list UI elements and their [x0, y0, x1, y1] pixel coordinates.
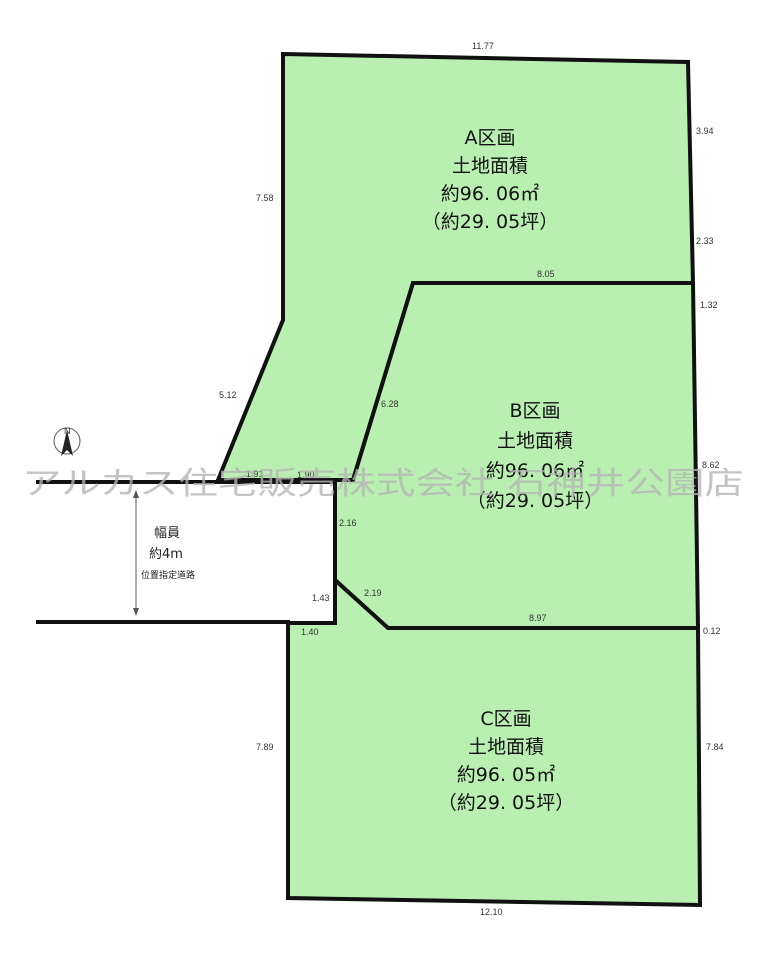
dim-road-end: 1.43	[312, 593, 330, 603]
dim-b-left: 2.16	[339, 518, 357, 528]
lot-b-label: B区画	[509, 400, 560, 422]
lot-a-label: A区画	[465, 127, 516, 149]
lot-a-area-tsubo: （約29. 05坪）	[422, 211, 558, 233]
dim-c-top: 8.97	[529, 613, 547, 623]
dim-a-left: 7.58	[256, 193, 274, 203]
lot-a-area-title: 土地面積	[452, 155, 528, 177]
dim-a-diag: 5.12	[219, 390, 237, 400]
lot-a-area-sqm: 約96. 06㎡	[441, 182, 539, 205]
lot-c-label: C区画	[480, 708, 531, 730]
dim-road-a: 1.91	[246, 469, 264, 479]
dim-a-right-lower: 2.33	[696, 236, 714, 246]
dim-c-left: 7.89	[256, 742, 274, 752]
dim-c-right-top: 0.12	[703, 626, 721, 636]
lot-b-area-sqm: 約96. 06㎡	[486, 459, 584, 482]
road-width-value: 約4m	[149, 547, 183, 562]
road-width-arrow-head-top	[133, 490, 139, 498]
north-arrow-icon: N	[53, 426, 81, 456]
lot-c-area-title: 土地面積	[468, 736, 544, 758]
watermark-text: アルカス住宅販売株式会社 石神井公園店	[22, 466, 744, 502]
lot-c-area-tsubo: （約29. 05坪）	[438, 792, 574, 814]
north-label: N	[64, 426, 71, 436]
dim-a-top: 11.77	[472, 41, 494, 51]
lot-c-area-sqm: 約96. 05㎡	[457, 763, 555, 786]
dim-c-corner: 1.40	[301, 627, 319, 637]
lot-b-area-tsubo: （約29. 05坪）	[467, 490, 603, 512]
dim-b-diag: 6.28	[381, 399, 399, 409]
dim-c-right: 7.84	[706, 742, 724, 752]
dim-b-top: 8.05	[537, 269, 555, 279]
dim-c-bottom: 12.10	[480, 907, 503, 917]
road-width-label: 幅員	[154, 526, 180, 541]
dim-road-b: 1.90	[297, 470, 315, 480]
dim-b-right: 8.62	[702, 460, 720, 470]
lot-b-area-title: 土地面積	[497, 430, 573, 452]
road-type: 位置指定道路	[141, 569, 195, 581]
dim-b-right-top: 1.32	[700, 300, 718, 310]
road-width-arrow-head-bottom	[133, 608, 139, 616]
dim-a-right-upper: 3.94	[696, 126, 714, 136]
dim-b-cut: 2.19	[364, 588, 382, 598]
